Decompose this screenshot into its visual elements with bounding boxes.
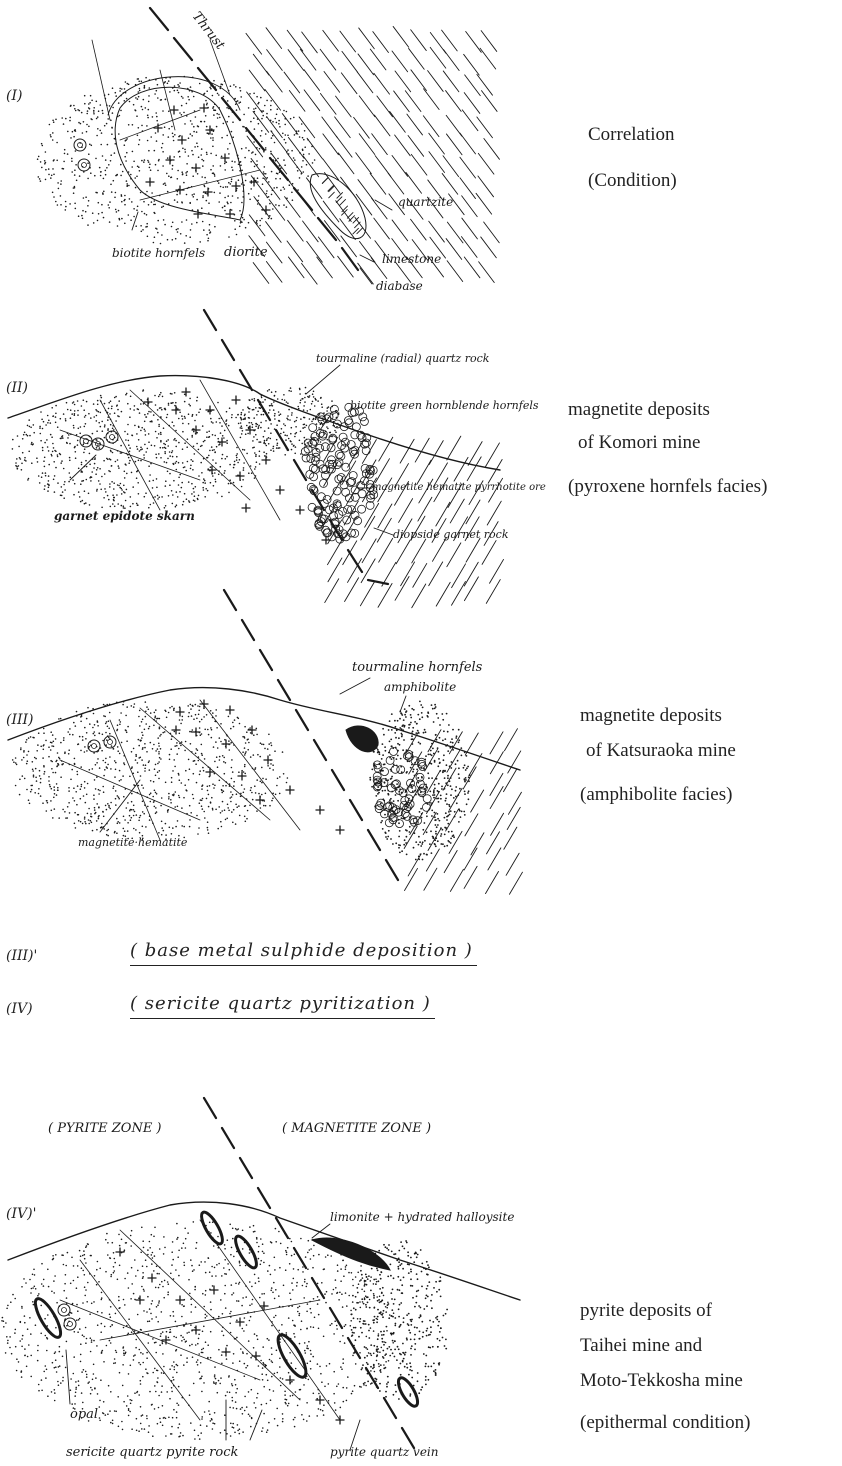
taihei-line-2: Taihei mine and <box>580 1335 702 1358</box>
section-I-label: (I) <box>6 88 22 104</box>
section-IV-prime-label: (IV)' <box>6 1206 36 1222</box>
magnetite-zone-label: ( MAGNETITE ZONE ) <box>282 1121 431 1136</box>
garnet-skarn-label: garnet epidote skarn <box>54 509 195 523</box>
stipple-hornfels-III <box>12 701 288 840</box>
garnet-IV-b <box>64 1318 76 1330</box>
surface-II <box>8 376 500 470</box>
garnet-III-b <box>104 736 116 748</box>
katsuraoka-line-2: of Katsuraoka mine <box>586 740 736 763</box>
taihei-line-4: (epithermal condition) <box>580 1412 750 1435</box>
tourmaline-quartz-label: tourmaline (radial) quartz rock <box>316 352 490 365</box>
stipple-hornfels-II <box>12 389 268 509</box>
diorite-plus-III <box>172 700 344 834</box>
garnet-II-c <box>106 431 118 443</box>
amphibolite-label: amphibolite <box>384 680 456 694</box>
tourmaline-hornfels-label: tourmaline hornfels <box>352 660 483 675</box>
thrust-label: Thrust <box>189 9 228 53</box>
cracks-II <box>60 380 280 520</box>
stage-III-prime-label: (III)' <box>6 948 37 964</box>
diopside-garnet-label: diopside garnet rock <box>393 528 509 541</box>
komori-line-1: magnetite deposits <box>568 399 710 422</box>
sericite-heading: ( sericite quartz pyritization ) <box>130 993 435 1019</box>
stipple-limonite-IV <box>350 1240 448 1400</box>
stipple-contact-II <box>240 387 340 456</box>
cracks-I <box>92 40 260 200</box>
cracks-IV <box>60 1220 340 1420</box>
garnet-IV-a <box>58 1304 70 1316</box>
pyrite-lens-a <box>198 1209 226 1246</box>
taihei-line-3: Moto-Tekkosha mine <box>580 1370 743 1393</box>
garnet-I-a <box>74 139 86 151</box>
garnet-III-a <box>88 740 100 752</box>
hatch-field-I <box>246 26 499 284</box>
pyrite-lens-c <box>273 1331 311 1381</box>
biotite-hornblende-label: biotite green hornblende hornfels <box>350 399 539 412</box>
taihei-line-1: pyrite deposits of <box>580 1300 712 1323</box>
pyrite-zone-label: ( PYRITE ZONE ) <box>48 1121 162 1136</box>
quartzite-label: quartzite <box>398 195 453 209</box>
limonite-label: limonite + hydrated halloysite <box>330 1210 514 1224</box>
katsuraoka-line-1: magnetite deposits <box>580 705 722 728</box>
pyrite-lens-d <box>395 1375 421 1409</box>
base-metal-heading: ( base metal sulphide deposition ) <box>130 940 477 966</box>
correlation-text: Correlation <box>588 124 675 147</box>
garnet-I-b <box>78 159 90 171</box>
katsuraoka-line-3: (amphibolite facies) <box>580 784 732 807</box>
pyrite-vein-label: pyrite quartz vein <box>330 1445 438 1459</box>
komori-line-2: of Komori mine <box>578 432 700 455</box>
diabase-label: diabase <box>376 279 423 293</box>
section-II-label: (II) <box>6 380 28 396</box>
opal-lens-a <box>31 1295 65 1340</box>
section-III-label: (III) <box>6 712 34 728</box>
limestone-label: limestone <box>382 252 441 266</box>
sericite-rock-label: sericite quartz pyrite rock <box>66 1445 238 1460</box>
komori-line-3: (pyroxene hornfels facies) <box>568 476 767 499</box>
limonite-body-IV <box>312 1238 390 1270</box>
opal-label: opal <box>70 1407 98 1422</box>
dark-ore-III <box>346 726 378 752</box>
thrust-fault-IV <box>204 1098 414 1448</box>
magnetite-hematite-label: magnetite·hematite <box>78 836 188 849</box>
ore-label: magnetite hematite pyrrhotite ore <box>372 482 546 493</box>
surface-III <box>8 688 520 770</box>
diorite-label: diorite <box>224 245 268 260</box>
garnet-II-b <box>92 438 104 450</box>
condition-text: (Condition) <box>588 170 677 193</box>
cracks-III <box>60 700 300 840</box>
biotite-hornfels-label: biotite hornfels <box>112 246 205 260</box>
stage-IV-label: (IV) <box>6 1001 33 1017</box>
